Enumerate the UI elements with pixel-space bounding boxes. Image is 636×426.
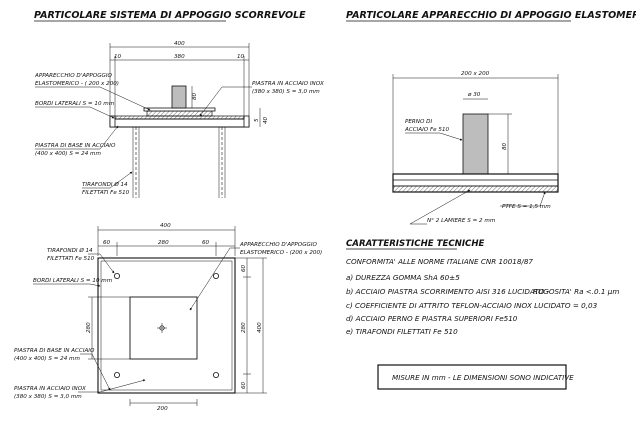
specs-c: c) COEFFICIENTE DI ATTRITO TEFLON-ACCIAI… [346, 301, 598, 310]
specs-e: e) TIRAFONDI FILETTATI Fe 510 [346, 327, 458, 336]
lbl-piastra-inox-2: (380 x 380) S = 3,0 mm [252, 89, 320, 95]
dim-center: 380 [174, 54, 185, 60]
elastomeric-bearing-elevation: 200 x 200 ø 30 80 PERNO DI ACCIAIO Fe 51… [392, 71, 559, 225]
plan-lbl-apparecchio-2: ELASTOMERICO - (200 x 200) [240, 250, 322, 256]
dim-total: 400 [174, 41, 185, 47]
lbl-piastra-base-1: PIASTRA DI BASE IN ACCIAIO [35, 143, 116, 149]
dim-t1: 5 [254, 118, 260, 122]
note-box [377, 364, 567, 390]
technical-specs: CARATTERISTICHE TECNICHE CONFORMITA' ALL… [346, 239, 619, 390]
title-left: PARTICOLARE SISTEMA DI APPOGGIO SCORREVO… [34, 10, 306, 21]
el-dim-pin-h: 80 [502, 142, 508, 150]
el-lbl-ptfe: PTFE S = 1,5 mm [502, 204, 551, 210]
el-dim-pin-d: ø 30 [467, 92, 481, 98]
plan-lbl-piastra-base-2: (400 x 400) S = 24 mm [14, 356, 81, 362]
el-lbl-lamiere: N° 2 LAMIERE S = 2 mm [427, 218, 496, 224]
plan-lbl-tirafondi-2: FILETTATI Fe 510 [47, 256, 95, 262]
specs-a: a) DUREZZA GOMMA ShA 60±5 [346, 273, 460, 282]
lbl-piastra-inox-1: PIASTRA IN ACCIAIO INOX [252, 81, 324, 87]
plan-lbl-piastra-base-1: PIASTRA DI BASE IN ACCIAIO [14, 348, 95, 354]
sliding-support-elevation: 400 10 380 10 80 5 40 APPARECCHIO D'APPO… [34, 41, 324, 198]
plan-lbl-tirafondi-1: TIRAFONDI Ø 14 [47, 247, 93, 254]
el-dim-width: 200 x 200 [461, 71, 490, 77]
lbl-piastra-base-2: (400 x 400) S = 24 mm [35, 151, 102, 157]
plan-dim-bottom: 200 [157, 406, 168, 412]
lbl-tirafondi-1: TIRAFONDI Ø 14 [82, 181, 128, 188]
lbl-tirafondi-2: FILETTATI Fe 510 [82, 190, 130, 196]
plan-dim-top-total: 400 [160, 223, 171, 229]
plan-dim-right-v3: 60 [241, 381, 247, 389]
plan-dim-left-v: 280 [86, 322, 92, 333]
plan-lbl-bordi: BORDI LATERALI S = 10 mm [33, 278, 113, 284]
plan-dim-top-r: 60 [202, 240, 210, 246]
lbl-apparecchio-1: APPARECCHIO D'APPOGGIO [34, 73, 113, 79]
plan-dim-right-v1: 60 [241, 264, 247, 272]
specs-b2: RUGOSITA' Ra <.0.1 μm [533, 287, 619, 296]
sliding-support-plan: 400 60 280 60 280 60 280 [14, 223, 322, 412]
plan-dim-top-l: 60 [103, 240, 111, 246]
el-lbl-perno-2: ACCIAIO Fe 510 [404, 127, 450, 133]
dim-t2: 40 [263, 116, 269, 124]
specs-heading: CARATTERISTICHE TECNICHE [346, 239, 485, 249]
title-right: PARTICOLARE APPARECCHIO DI APPOGGIO ELAS… [346, 10, 636, 21]
plan-dim-right-total: 400 [257, 322, 263, 333]
lbl-apparecchio-2: ELASTOMERICO - ( 200 x 200) [35, 81, 119, 87]
plan-dim-top-c: 280 [158, 240, 169, 246]
plan-lbl-piastra-inox-1: PIASTRA IN ACCIAIO INOX [14, 386, 86, 392]
specs-d: d) ACCIAIO PERNO E PIASTRA SUPERIORI Fe5… [346, 314, 518, 323]
el-lbl-perno-1: PERNO DI [405, 119, 432, 125]
specs-intro: CONFORMITA' ALLE NORME ITALIANE CNR 1001… [346, 257, 533, 266]
dim-pin-height: 80 [192, 92, 198, 100]
lbl-bordi: BORDI LATERALI S = 10 mm [35, 101, 115, 107]
dim-edge-left: 10 [114, 54, 122, 60]
note-text: MISURE IN mm - LE DIMENSIONI SONO INDICA… [392, 373, 574, 382]
plan-lbl-piastra-inox-2: (380 x 380) S = 3,0 mm [14, 394, 82, 400]
specs-b1: b) ACCIAIO PIASTRA SCORRIMENTO AISI 316 … [346, 287, 550, 296]
plan-dim-right-v2: 280 [241, 322, 247, 333]
plan-lbl-apparecchio-1: APPARECCHIO D'APPOGGIO [239, 242, 318, 248]
dim-edge-right: 10 [237, 54, 245, 60]
